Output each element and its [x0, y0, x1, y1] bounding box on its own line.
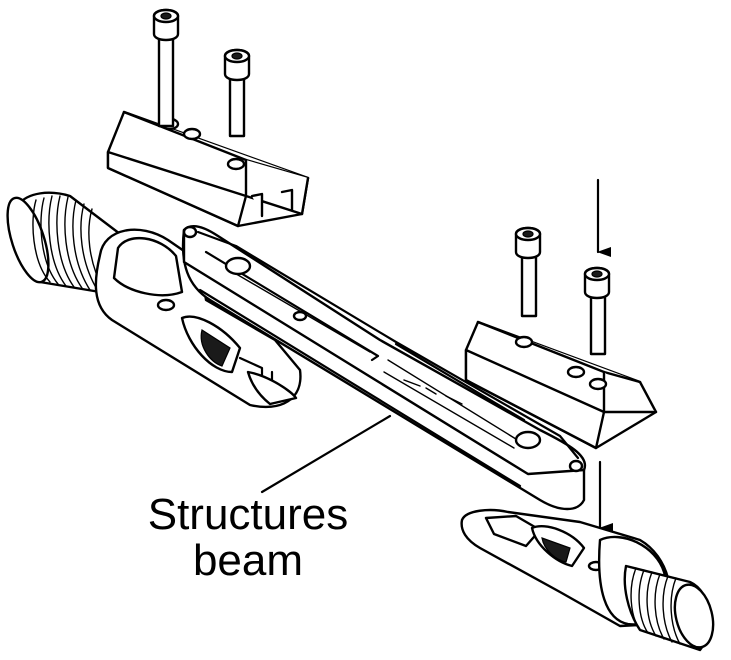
- bolt-upper-left-2: [223, 48, 251, 138]
- structures-beam-callout: Structures beam: [118, 492, 378, 584]
- right-end-fitting: [460, 508, 715, 652]
- bolt-upper-left-1: [152, 8, 180, 128]
- right-threaded-rod: [623, 564, 715, 652]
- left-end-fitting: [6, 191, 302, 409]
- beam-pin-hole-left: [224, 256, 252, 276]
- beam-pin-hole-right: [514, 430, 542, 450]
- bolt-right-1: [514, 226, 542, 318]
- callout-line-2: beam: [192, 536, 304, 585]
- callout-line-1: Structures: [147, 490, 349, 539]
- left-clevis-body: [94, 228, 302, 409]
- upper-left-cap-block: [106, 110, 310, 228]
- bolt-right-2: [583, 266, 611, 356]
- right-cap-block: [464, 320, 658, 450]
- callout-leader-line: [260, 414, 392, 494]
- structures-beam: [181, 225, 587, 511]
